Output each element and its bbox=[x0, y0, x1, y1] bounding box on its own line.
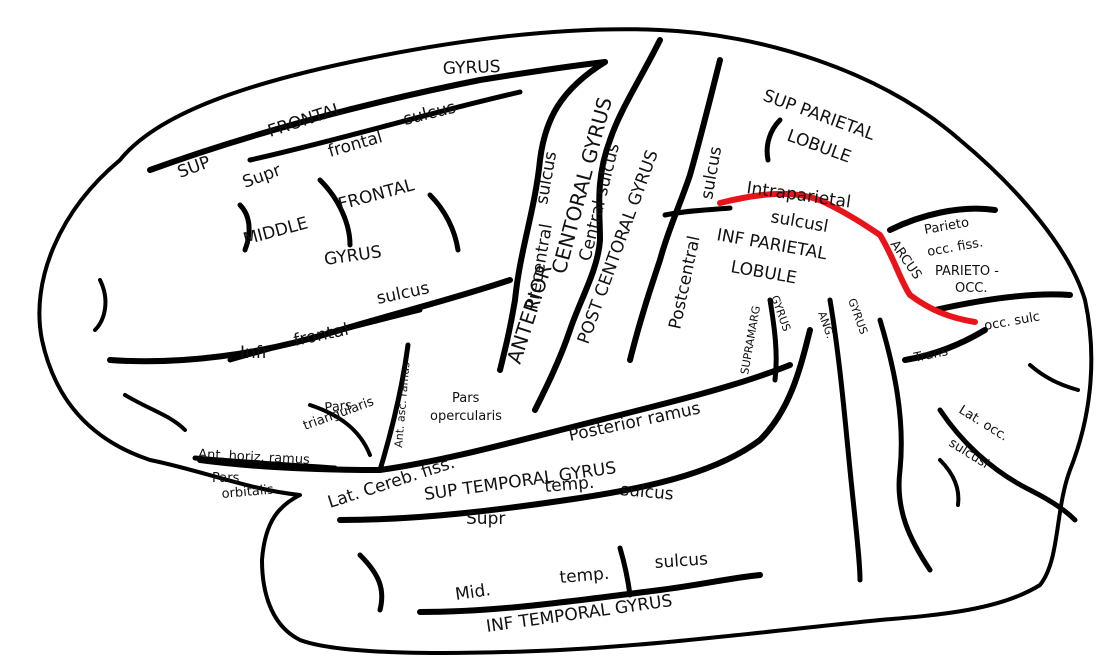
label-pars-orb-b: orbitalis bbox=[221, 482, 275, 502]
label-parieto-occ: PARIETO - bbox=[935, 264, 999, 279]
label-occ: OCC. bbox=[955, 281, 988, 296]
label-gyrus-top: GYRUS bbox=[442, 57, 500, 79]
label-pars-orb-a: Pars bbox=[212, 471, 240, 486]
label-pars-oper-b: opercularis bbox=[430, 409, 502, 424]
label-infr: Infr bbox=[240, 343, 269, 363]
label-pars-oper-a: Pars bbox=[452, 391, 480, 406]
label-supr-temp: Supr bbox=[466, 509, 505, 529]
label-sulcus-mid: sulcus bbox=[654, 549, 709, 573]
